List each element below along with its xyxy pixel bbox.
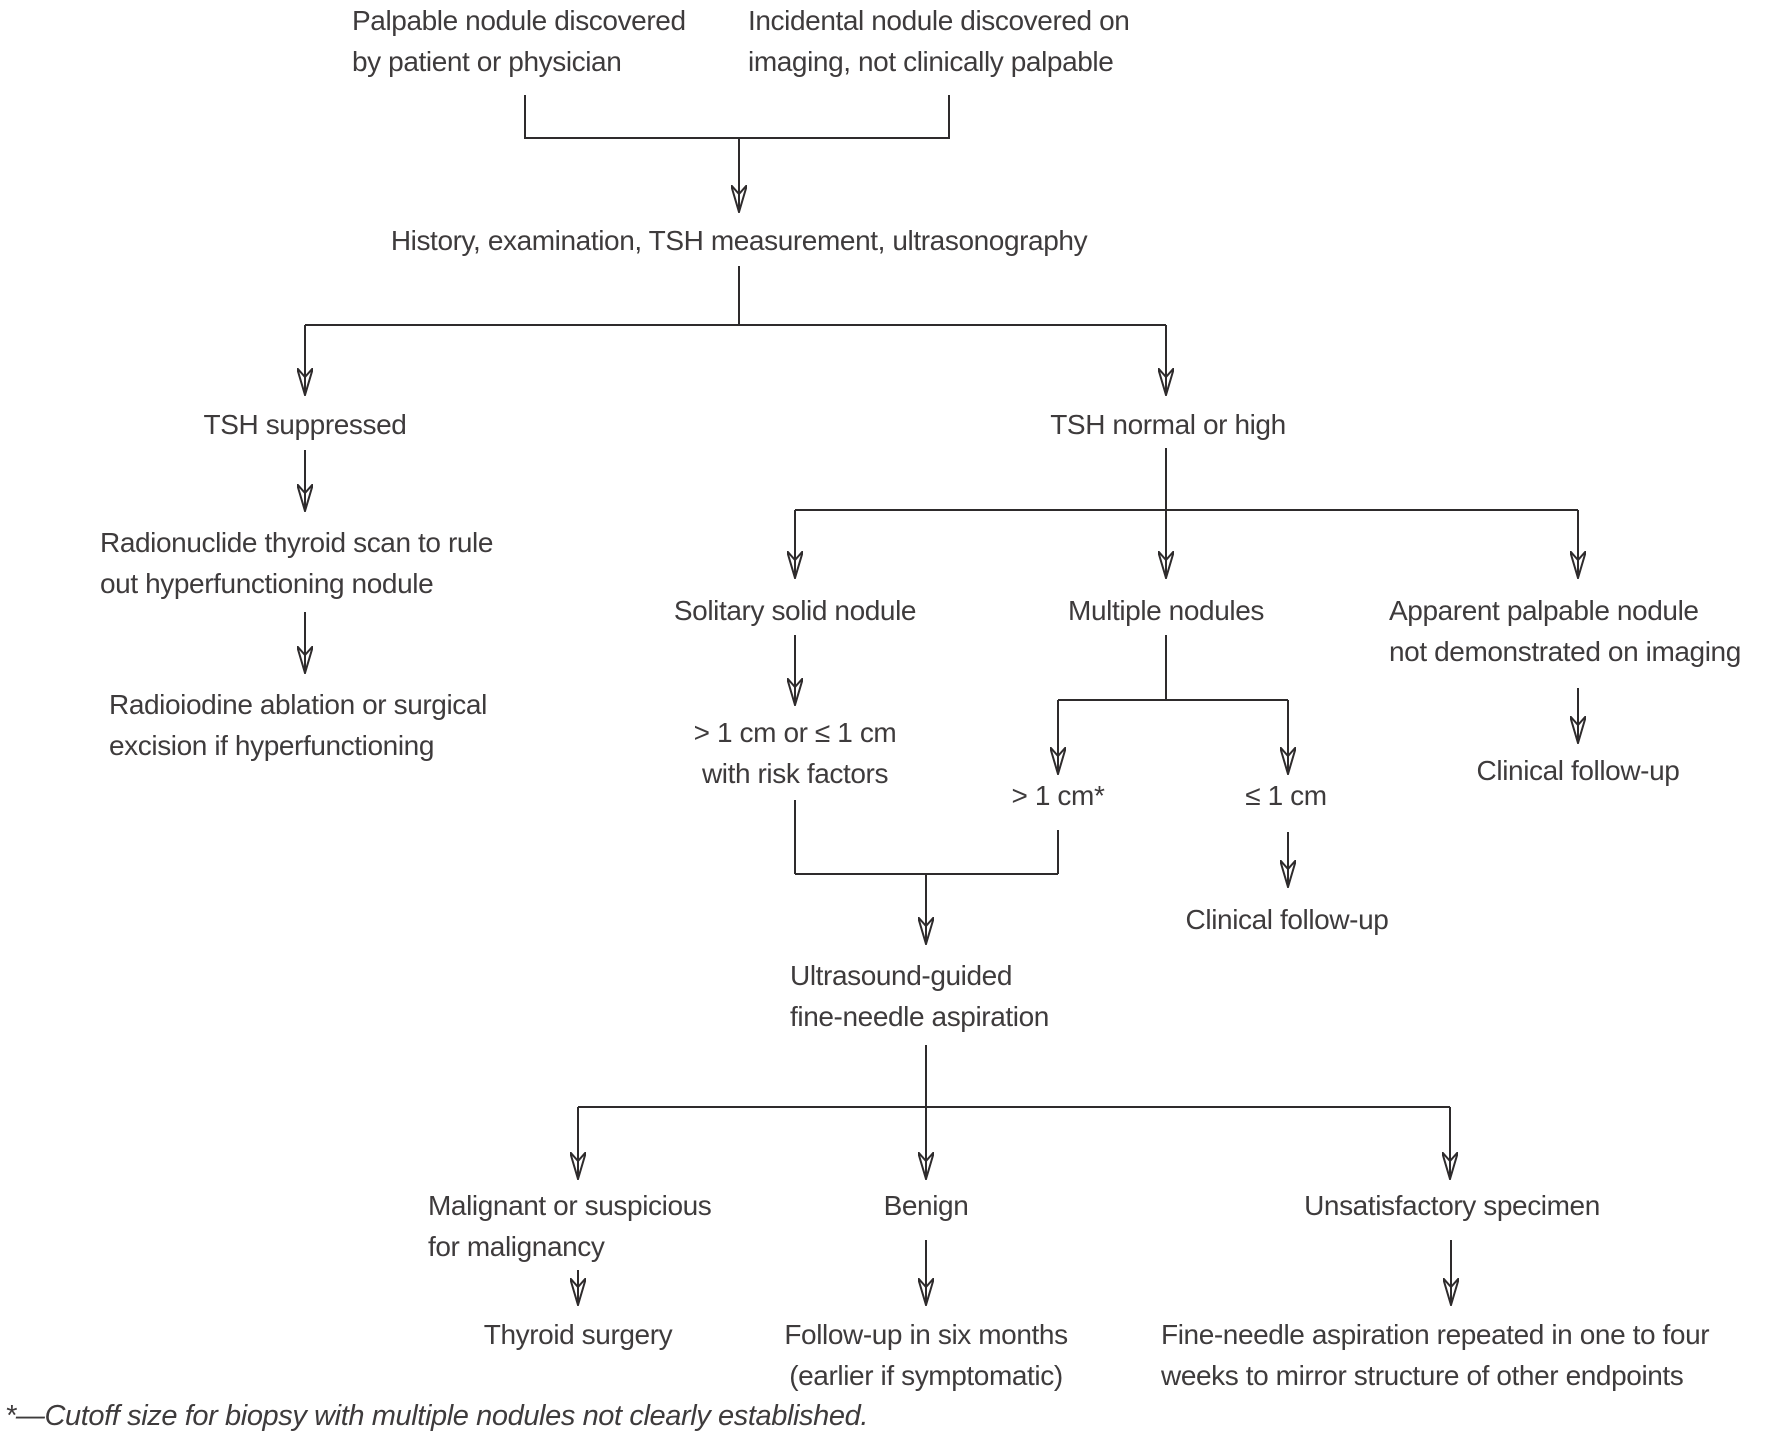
node-radioiodine-ablation: Radioiodine ablation or surgical excisio… xyxy=(109,684,487,766)
connector-tsh-split xyxy=(305,266,1166,326)
node-line: Radionuclide thyroid scan to rule xyxy=(100,527,494,558)
node-line: Follow-up in six months xyxy=(784,1319,1068,1350)
node-line: weeks to mirror structure of other endpo… xyxy=(1161,1360,1684,1391)
node-line: (earlier if symptomatic) xyxy=(789,1360,1063,1391)
node-line: Thyroid surgery xyxy=(483,1319,673,1350)
node-tsh-suppressed: TSH suppressed xyxy=(204,404,407,445)
node-line: Clinical follow-up xyxy=(1185,904,1389,935)
connector-result-split xyxy=(578,1045,1450,1108)
node-size-criteria-solitary: > 1 cm or ≤ 1 cm with risk factors xyxy=(694,712,897,794)
node-line: Radioiodine ablation or surgical xyxy=(109,689,487,720)
connector-normal-split xyxy=(795,448,1578,511)
node-line: not demonstrated on imaging xyxy=(1389,636,1741,667)
node-tsh-normal-or-high: TSH normal or high xyxy=(1050,404,1286,445)
node-fna-repeated: Fine-needle aspiration repeated in one t… xyxy=(1161,1314,1710,1396)
node-clinical-followup-mid: Clinical follow-up xyxy=(1186,899,1389,940)
node-le-1cm: ≤ 1 cm xyxy=(1245,775,1327,816)
node-line: > 1 cm or ≤ 1 cm xyxy=(693,717,897,748)
node-gt-1cm: > 1 cm* xyxy=(1012,775,1105,816)
node-line: Solitary solid nodule xyxy=(673,595,917,626)
node-line: Ultrasound-guided xyxy=(790,960,1013,991)
node-benign: Benign xyxy=(884,1185,969,1226)
node-line: Incidental nodule discovered on xyxy=(748,5,1130,36)
node-line: fine-needle aspiration xyxy=(790,1001,1049,1032)
node-multiple-nodules: Multiple nodules xyxy=(1068,590,1264,631)
node-line: History, examination, TSH measurement, u… xyxy=(390,225,1088,256)
node-radionuclide-scan: Radionuclide thyroid scan to rule out hy… xyxy=(100,522,493,604)
node-incidental-nodule: Incidental nodule discovered on imaging,… xyxy=(748,0,1130,82)
node-unsatisfactory-specimen: Unsatisfactory specimen xyxy=(1304,1185,1600,1226)
footnote-cutoff-size: *—Cutoff size for biopsy with multiple n… xyxy=(5,1400,868,1432)
node-apparent-palpable-nodule: Apparent palpable nodule not demonstrate… xyxy=(1389,590,1741,672)
node-ultrasound-guided-fna: Ultrasound-guided fine-needle aspiration xyxy=(790,955,1049,1037)
node-clinical-followup-right: Clinical follow-up xyxy=(1477,750,1680,791)
node-line: > 1 cm* xyxy=(1011,780,1105,811)
node-line: ≤ 1 cm xyxy=(1245,780,1327,811)
node-line: Multiple nodules xyxy=(1068,595,1264,626)
node-followup-six-months: Follow-up in six months (earlier if symp… xyxy=(784,1314,1068,1396)
node-thyroid-surgery: Thyroid surgery xyxy=(484,1314,673,1355)
node-line: Palpable nodule discovered xyxy=(352,5,686,36)
node-line: imaging, not clinically palpable xyxy=(748,46,1114,77)
node-line: by patient or physician xyxy=(352,46,622,77)
node-line: Malignant or suspicious xyxy=(428,1190,712,1221)
node-line: Benign xyxy=(883,1190,969,1221)
node-malignant-or-suspicious: Malignant or suspicious for malignancy xyxy=(428,1185,712,1267)
node-line: Clinical follow-up xyxy=(1476,755,1680,786)
node-line: TSH normal or high xyxy=(1050,409,1286,440)
node-history-workup: History, examination, TSH measurement, u… xyxy=(390,220,1088,261)
node-line: excision if hyperfunctioning xyxy=(109,730,434,761)
node-line: with risk factors xyxy=(701,758,889,789)
connector-top-join xyxy=(524,95,950,139)
node-line: Unsatisfactory specimen xyxy=(1304,1190,1600,1221)
node-line: TSH suppressed xyxy=(203,409,407,440)
node-line: Apparent palpable nodule xyxy=(1389,595,1699,626)
node-line: Fine-needle aspiration repeated in one t… xyxy=(1161,1319,1710,1350)
node-line: for malignancy xyxy=(428,1231,605,1262)
node-palpable-nodule: Palpable nodule discovered by patient or… xyxy=(352,0,686,82)
node-solitary-solid-nodule: Solitary solid nodule xyxy=(673,590,917,631)
node-line: out hyperfunctioning nodule xyxy=(100,568,434,599)
connector-multiple-split xyxy=(1058,635,1288,701)
